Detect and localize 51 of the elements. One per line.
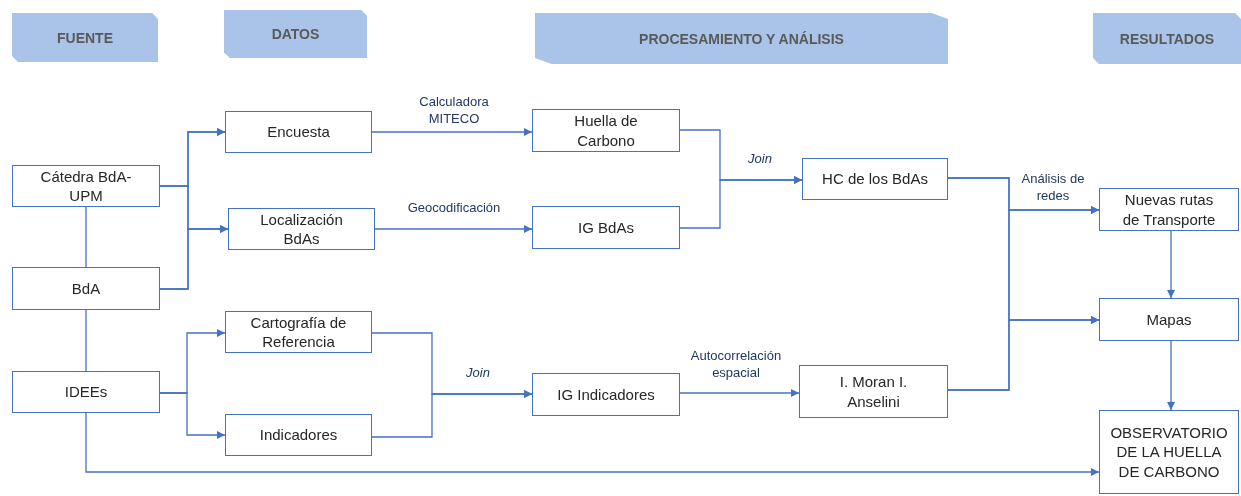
process-box	[1099, 188, 1239, 231]
process-box	[225, 311, 372, 353]
process-box	[1099, 298, 1239, 341]
box-label: IG Indicadores	[556, 384, 656, 405]
box-label: Mapas	[1145, 309, 1193, 330]
arrow	[1167, 230, 1175, 299]
process-box	[1099, 410, 1239, 494]
process-box	[12, 165, 160, 207]
process-box	[799, 365, 948, 418]
section-heading: FUENTE	[57, 29, 113, 46]
process-box	[225, 111, 372, 153]
section-heading: PROCESAMIENTO Y ANÁLISIS	[639, 30, 844, 47]
connector-line	[85, 309, 87, 372]
box-label: Localización BdAs	[259, 209, 344, 249]
box-label: Nuevas rutas de Transporte	[1121, 190, 1217, 229]
arrow	[371, 128, 533, 136]
box-label: Encuesta	[266, 122, 331, 142]
arrow	[374, 225, 533, 233]
process-box	[802, 158, 948, 200]
box-label: IG BdAs	[577, 217, 635, 238]
arrow	[371, 390, 533, 438]
box-label: Indicadores	[258, 425, 339, 445]
section-heading: RESULTADOS	[1119, 30, 1215, 47]
arrow	[85, 412, 1100, 476]
box-label: I. Moran I. Anselini	[838, 372, 909, 411]
process-box	[12, 371, 160, 413]
process-box	[12, 267, 160, 310]
arrow	[679, 389, 800, 397]
connector-line	[85, 206, 87, 268]
box-label: Cátedra BdA-UPM	[39, 166, 133, 206]
process-box	[228, 208, 375, 250]
section-banner	[535, 13, 948, 64]
section-banner	[1093, 13, 1241, 64]
arrow	[679, 176, 803, 229]
process-box	[532, 206, 680, 249]
arrow	[947, 316, 1100, 391]
arrow	[159, 225, 229, 290]
section-banner	[224, 10, 367, 58]
box-label: Huella de Carbono	[573, 111, 639, 150]
box-label: BdA	[70, 278, 102, 299]
section-banner	[12, 13, 158, 62]
arrow	[159, 392, 226, 439]
process-box	[532, 109, 680, 152]
box-label: OBSERVATORIO DE LA HUELLA DE CARBONO	[1109, 422, 1229, 482]
box-label: Cartografía de Referencia	[249, 312, 348, 352]
arrow	[1167, 340, 1175, 411]
box-label: HC de los BdAs	[821, 169, 929, 189]
section-heading: DATOS	[271, 26, 320, 42]
process-box	[225, 414, 372, 456]
process-box	[532, 373, 680, 416]
box-label: IDEEs	[63, 382, 109, 402]
